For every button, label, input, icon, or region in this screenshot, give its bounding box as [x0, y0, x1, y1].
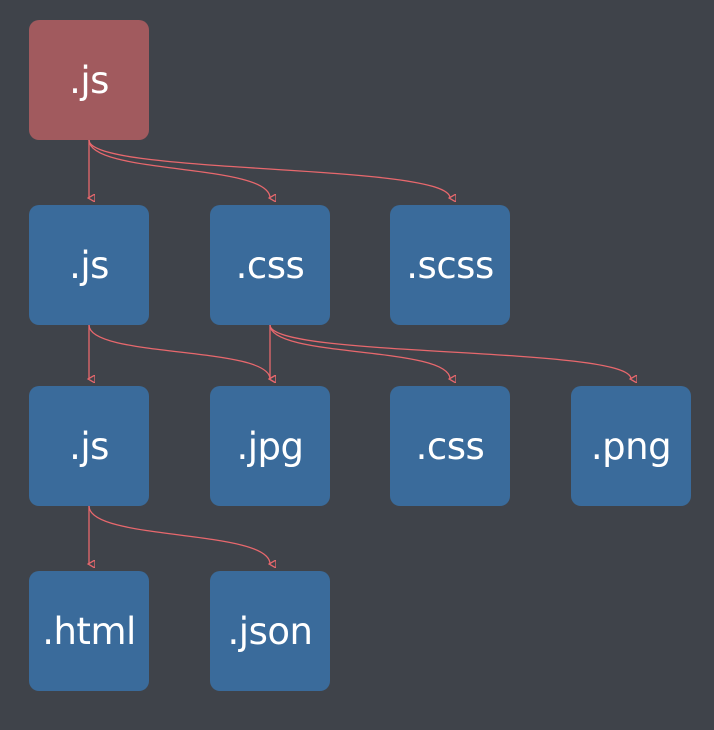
edge-css_level1-to-png_level2	[269, 324, 631, 379]
node-label: .png	[590, 424, 672, 468]
node-label: .js	[69, 243, 109, 287]
node-label: .scss	[406, 243, 494, 287]
node-png-level2[interactable]: .png	[571, 386, 691, 506]
node-js-level1[interactable]: .js	[29, 205, 149, 325]
node-label: .html	[42, 609, 136, 653]
node-js-level2[interactable]: .js	[29, 386, 149, 506]
node-label: .js	[69, 58, 109, 102]
node-label: .css	[235, 243, 305, 287]
node-label: .js	[69, 424, 109, 468]
edge-js_level2-to-json_level3	[88, 505, 270, 564]
node-json-level3[interactable]: .json	[210, 571, 330, 691]
node-label: .json	[227, 609, 313, 653]
edge-root_js-to-css_level1	[88, 139, 270, 198]
node-root-js[interactable]: .js	[29, 20, 149, 140]
edge-root_js-to-scss_level1	[88, 139, 450, 198]
node-css-level2[interactable]: .css	[390, 386, 510, 506]
node-label: .jpg	[236, 424, 304, 468]
node-jpg-level2[interactable]: .jpg	[210, 386, 330, 506]
node-scss-level1[interactable]: .scss	[390, 205, 510, 325]
node-html-level3[interactable]: .html	[29, 571, 149, 691]
edge-css_level1-to-css_level2	[269, 324, 450, 379]
edge-js_level1-to-jpg_level2	[88, 324, 270, 379]
node-label: .css	[415, 424, 485, 468]
node-css-level1[interactable]: .css	[210, 205, 330, 325]
